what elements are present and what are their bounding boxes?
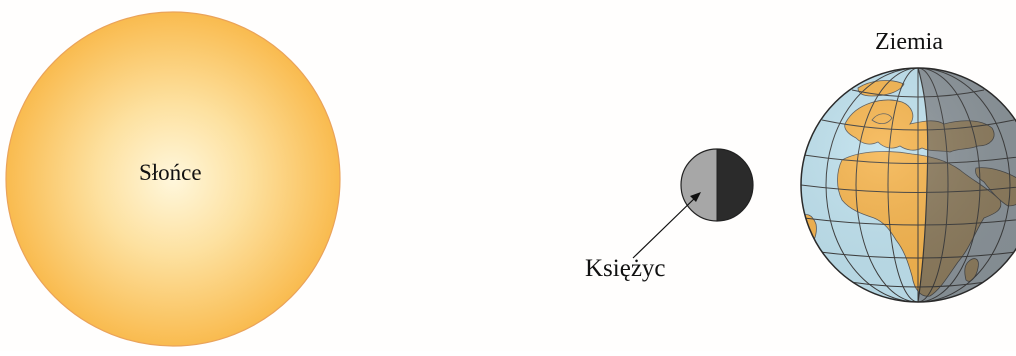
- sun-label: Słońce: [139, 160, 202, 186]
- moon-pointer-arrow: [633, 192, 701, 258]
- earth-label: Ziemia: [875, 29, 943, 56]
- earth-globe-icon: [800, 60, 1016, 310]
- moon-icon: [681, 149, 753, 221]
- moon-label: Księżyc: [585, 255, 666, 283]
